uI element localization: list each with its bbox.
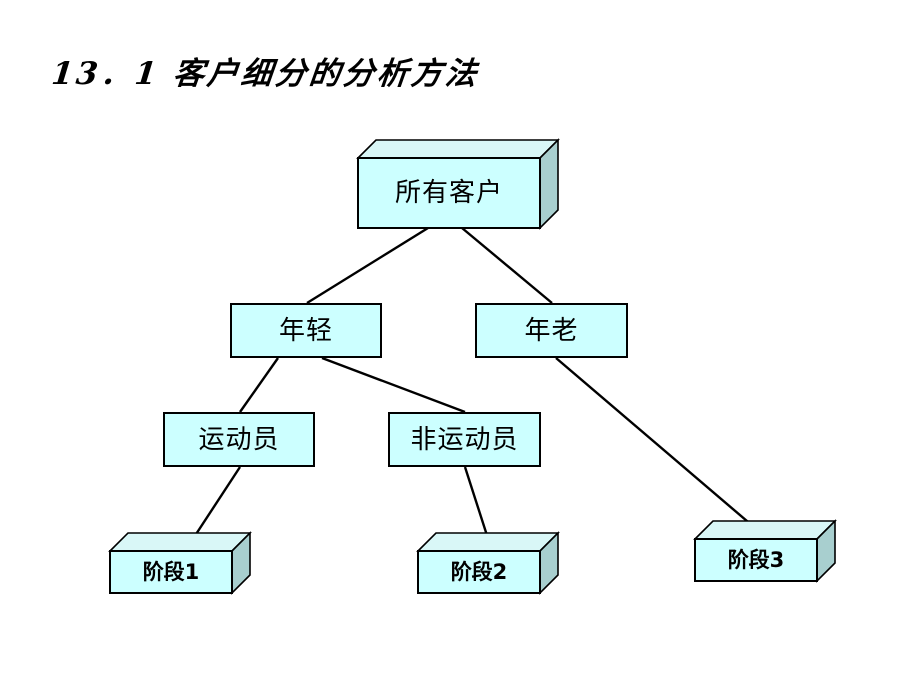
tree-node-label-young: 年轻	[278, 315, 333, 346]
cube-shape-stage2	[416, 531, 560, 595]
cube-top-face-root	[356, 139, 560, 159]
cube-front-face-stage3	[694, 538, 818, 582]
tree-edge-root-to-young	[306, 226, 429, 305]
cube-top-face-stage2	[416, 532, 560, 552]
tree-node-root[interactable]: 所有客户	[356, 138, 560, 230]
tree-edge-young-to-athlete	[239, 357, 279, 413]
tree-node-label-stage3: 阶段3	[727, 547, 785, 572]
cube-top-face-stage1	[108, 532, 252, 552]
cube-top-face-stage3	[693, 520, 837, 540]
tree-node-old[interactable]: 年老	[475, 303, 628, 358]
tree-node-label-stage1: 阶段1	[142, 559, 200, 584]
tree-node-stage2[interactable]: 阶段2	[416, 531, 560, 595]
tree-node-label-root: 所有客户	[394, 178, 503, 208]
tree-node-young[interactable]: 年轻	[230, 303, 382, 358]
tree-node-label-old: 年老	[524, 315, 579, 346]
cube-shape-stage1	[108, 531, 252, 595]
cube-shape-stage3	[693, 519, 837, 583]
tree-node-label-stage2: 阶段2	[450, 559, 508, 584]
tree-edge-old-to-stage3	[555, 357, 769, 540]
page-title: 13．1 客户细分的分析方法	[49, 56, 482, 92]
tree-node-label-athlete: 运动员	[198, 424, 280, 455]
tree-node-athlete[interactable]: 运动员	[163, 412, 315, 467]
cube-front-face-stage2	[417, 550, 541, 594]
tree-node-non-athlete[interactable]: 非运动员	[388, 412, 541, 467]
cube-shape-root	[356, 138, 560, 230]
tree-node-stage3[interactable]: 阶段3	[693, 519, 837, 583]
tree-edge-young-to-non-athlete	[321, 356, 466, 414]
cube-front-face-root	[357, 157, 541, 229]
tree-node-label-non-athlete: 非运动员	[410, 424, 519, 455]
cube-front-face-stage1	[109, 550, 233, 594]
tree-edge-root-to-old	[461, 227, 553, 304]
tree-node-stage1[interactable]: 阶段1	[108, 531, 252, 595]
